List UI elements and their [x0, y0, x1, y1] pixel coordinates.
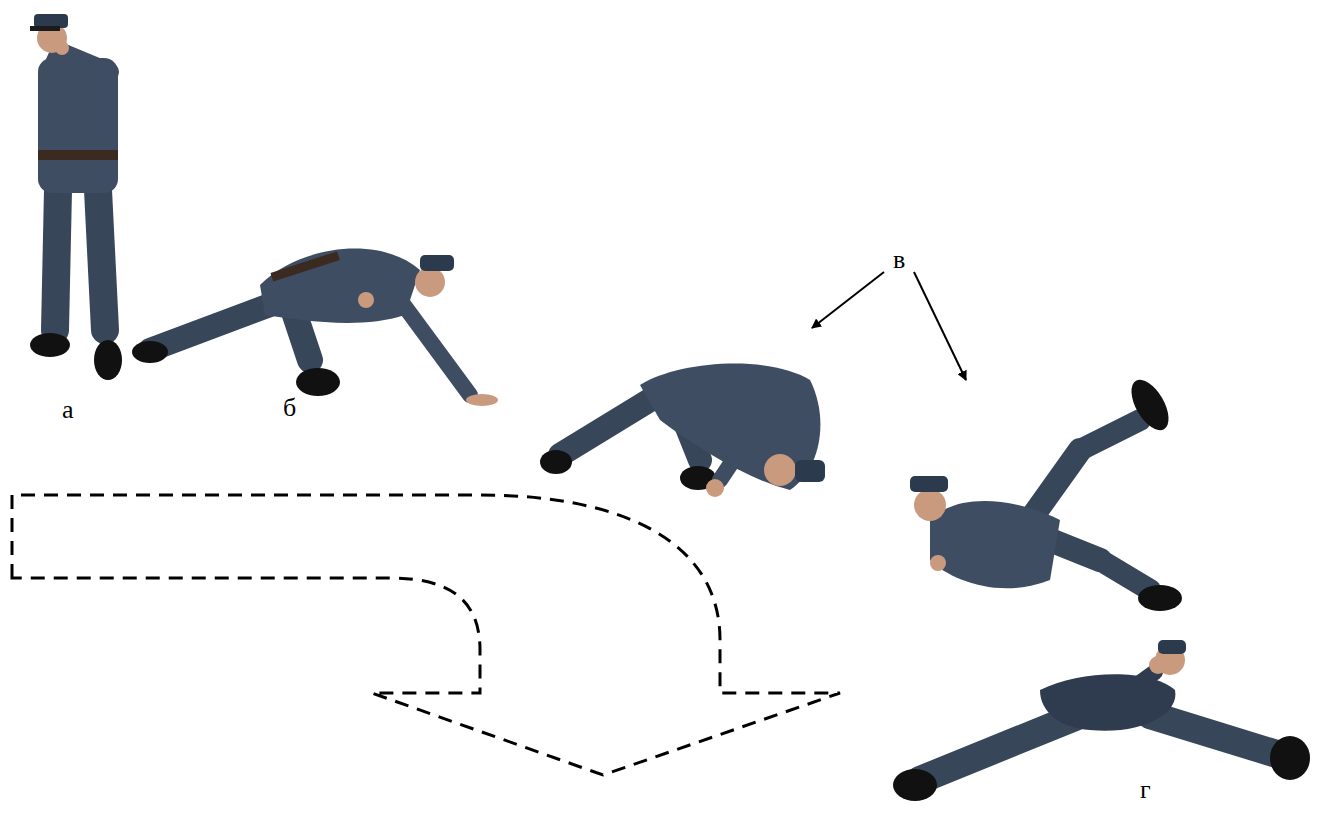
- leader-line: [812, 272, 884, 328]
- figure-letter: в: [893, 247, 905, 273]
- figure-letter: а: [62, 397, 74, 423]
- figure-letter: б: [283, 395, 296, 421]
- figure-rolling: [540, 364, 825, 497]
- figure-on-back: [910, 374, 1182, 611]
- dashed-arrow: [12, 495, 840, 775]
- figure-letter: г: [1140, 777, 1151, 803]
- figure-lunge: [132, 249, 498, 406]
- figure-prone: [893, 640, 1310, 801]
- leader-line: [914, 272, 966, 380]
- figure-standing: [30, 14, 122, 380]
